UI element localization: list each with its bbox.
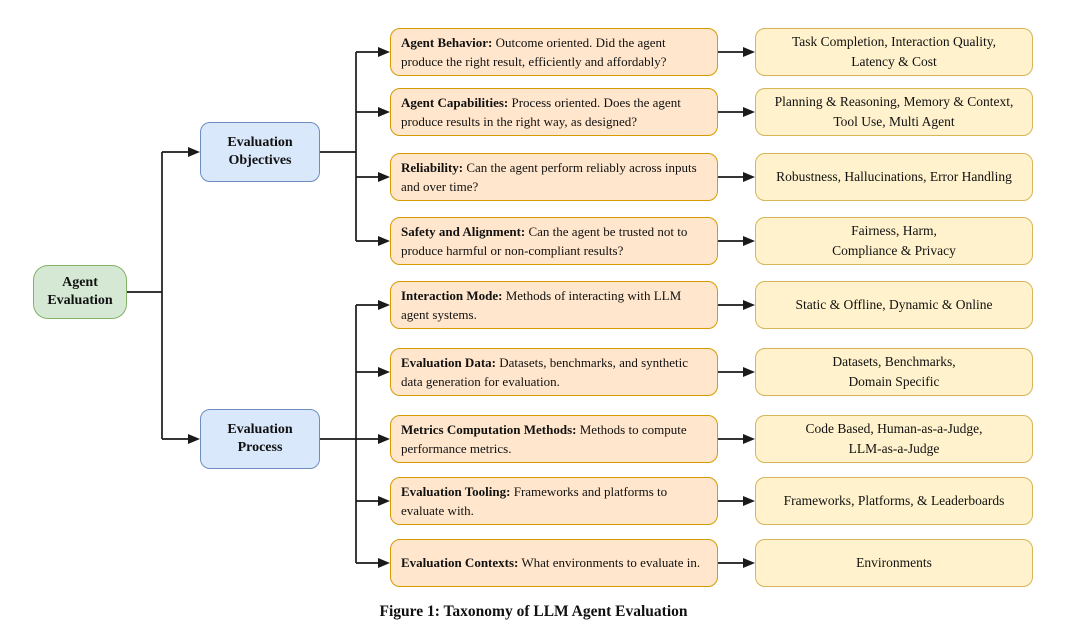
topic-text: Agent Behavior: Outcome oriented. Did th…: [401, 34, 667, 70]
topic-text: Reliability: Can the agent perform relia…: [401, 159, 697, 195]
topic-text: Agent Capabilities: Process oriented. Do…: [401, 94, 681, 130]
topic-node-evaluation-contexts: Evaluation Contexts: What environments t…: [390, 539, 718, 587]
topic-node-evaluation-data: Evaluation Data: Datasets, benchmarks, a…: [390, 348, 718, 396]
topic-node-reliability: Reliability: Can the agent perform relia…: [390, 153, 718, 201]
branch-node-evaluation-objectives: Evaluation Objectives: [200, 122, 320, 182]
example-node-agent-behavior: Task Completion, Interaction Quality, La…: [755, 28, 1033, 76]
root-node-agent-evaluation: Agent Evaluation: [33, 265, 127, 319]
figure-caption: Figure 1: Taxonomy of LLM Agent Evaluati…: [379, 603, 688, 620]
topic-node-interaction-mode: Interaction Mode: Methods of interacting…: [390, 281, 718, 329]
topic-text: Evaluation Tooling: Frameworks and platf…: [401, 483, 668, 519]
topic-node-metrics-computation: Metrics Computation Methods: Methods to …: [390, 415, 718, 463]
example-node-evaluation-tooling: Frameworks, Platforms, & Leaderboards: [755, 477, 1033, 525]
branch-node-evaluation-process: Evaluation Process: [200, 409, 320, 469]
topic-node-evaluation-tooling: Evaluation Tooling: Frameworks and platf…: [390, 477, 718, 525]
topic-node-agent-capabilities: Agent Capabilities: Process oriented. Do…: [390, 88, 718, 136]
example-node-interaction-mode: Static & Offline, Dynamic & Online: [755, 281, 1033, 329]
example-node-reliability: Robustness, Hallucinations, Error Handli…: [755, 153, 1033, 201]
example-node-evaluation-data: Datasets, Benchmarks, Domain Specific: [755, 348, 1033, 396]
example-node-metrics-computation: Code Based, Human-as-a-Judge, LLM-as-a-J…: [755, 415, 1033, 463]
example-node-evaluation-contexts: Environments: [755, 539, 1033, 587]
topic-node-agent-behavior: Agent Behavior: Outcome oriented. Did th…: [390, 28, 718, 76]
topic-text: Metrics Computation Methods: Methods to …: [401, 421, 687, 457]
topic-text: Safety and Alignment: Can the agent be t…: [401, 223, 688, 259]
topic-text: Evaluation Data: Datasets, benchmarks, a…: [401, 354, 689, 390]
topic-text: Interaction Mode: Methods of interacting…: [401, 287, 682, 323]
example-node-agent-capabilities: Planning & Reasoning, Memory & Context, …: [755, 88, 1033, 136]
example-node-safety-alignment: Fairness, Harm, Compliance & Privacy: [755, 217, 1033, 265]
topic-text: Evaluation Contexts: What environments t…: [401, 555, 701, 571]
topic-node-safety-alignment: Safety and Alignment: Can the agent be t…: [390, 217, 718, 265]
